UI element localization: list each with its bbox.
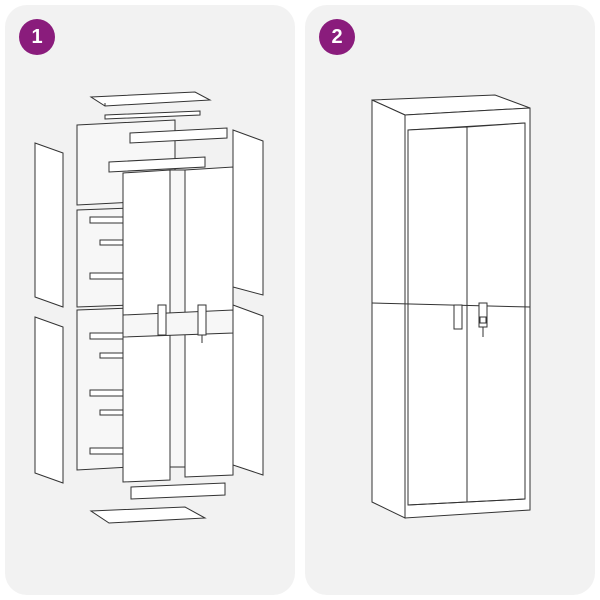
assembled-cabinet-illustration	[371, 94, 531, 519]
step-2-panel: 2	[305, 5, 595, 595]
step-badge-2: 2	[319, 19, 355, 55]
exploded-cabinet-illustration	[34, 91, 264, 524]
step-badge-1: 1	[19, 19, 55, 55]
step-1-panel: 1	[5, 5, 295, 595]
